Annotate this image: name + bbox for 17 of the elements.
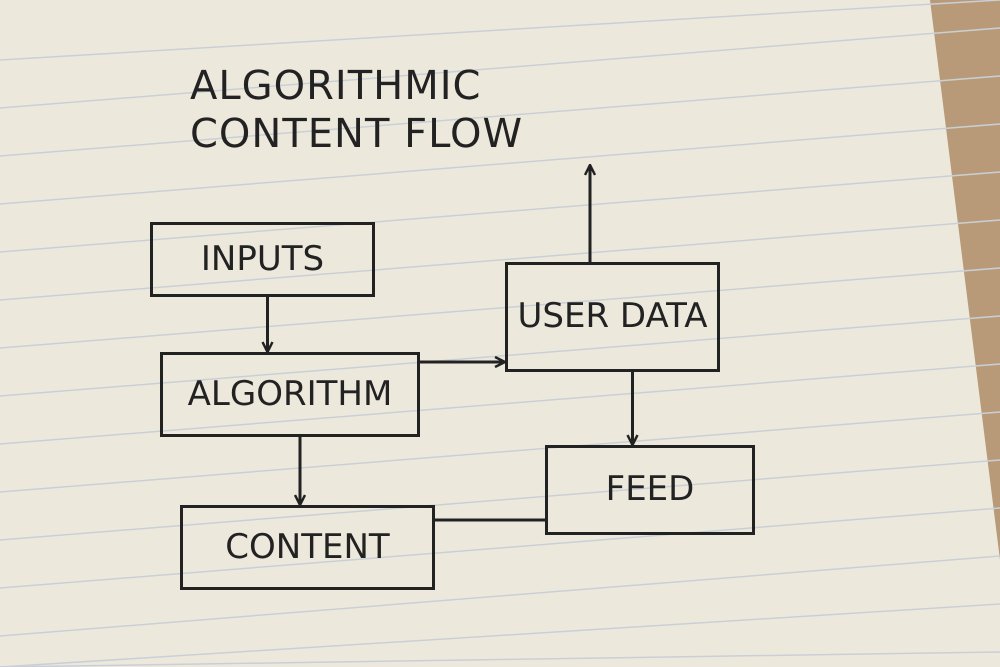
box-label: CONTENT — [225, 528, 390, 566]
arrow — [584, 164, 596, 262]
process-box — [150, 222, 375, 297]
box-label: FEED — [606, 471, 694, 509]
arrow — [626, 372, 639, 446]
box-label: ALGORITHM — [188, 376, 392, 414]
title: ALGORITHMIC CONTENT FLOW — [190, 62, 524, 158]
arrow — [261, 297, 274, 354]
process-box — [545, 445, 755, 535]
connector-line — [435, 518, 545, 522]
arrow — [420, 356, 506, 368]
process-box — [160, 352, 420, 437]
arrow — [294, 437, 306, 506]
process-box — [180, 505, 435, 590]
box-label: INPUTS — [200, 240, 324, 278]
process-box — [505, 262, 720, 372]
box-label: USER DATA — [518, 298, 708, 336]
